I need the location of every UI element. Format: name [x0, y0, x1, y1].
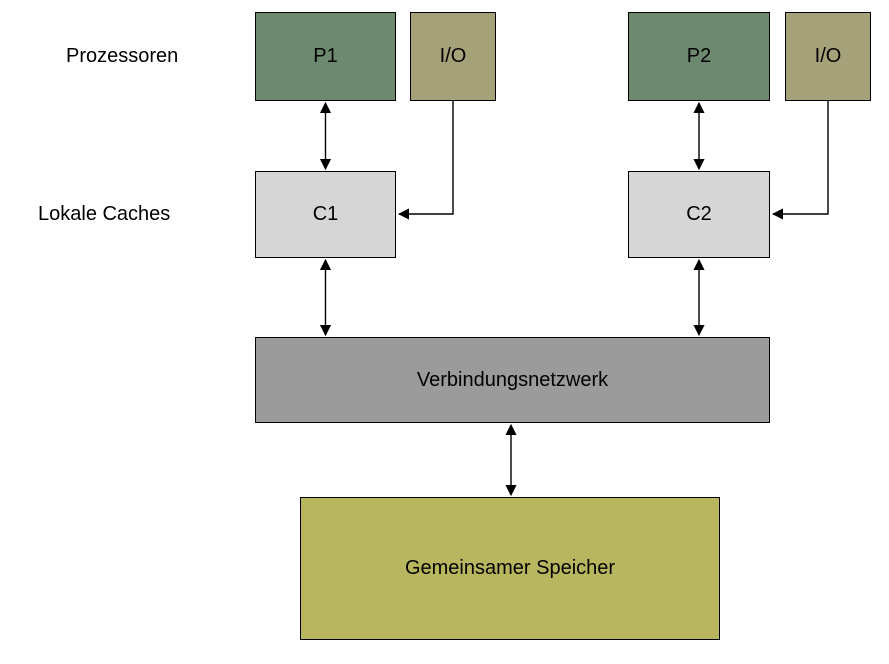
io-right-label: I/O: [814, 45, 842, 67]
cache-c1-box: C1: [255, 171, 396, 258]
caches-row-label: Lokale Caches: [38, 203, 171, 225]
processors-row-label: Prozessoren: [66, 45, 179, 67]
shared-memory-label: Gemeinsamer Speicher: [404, 557, 616, 579]
io-left-label: I/O: [439, 45, 467, 67]
io-right-box: I/O: [785, 12, 871, 101]
io-left-c1-arrow: [397, 101, 454, 220]
cache-c1-label: C1: [312, 203, 339, 225]
io-left-box: I/O: [410, 12, 496, 101]
processor-p2-label: P2: [686, 45, 712, 67]
processor-p1-label: P1: [313, 45, 338, 67]
shared-memory-box: Gemeinsamer Speicher: [300, 497, 720, 640]
processor-p1-box: P1: [255, 12, 396, 101]
processor-p2-box: P2: [628, 12, 770, 101]
cache-c2-label: C2: [686, 203, 712, 225]
cache-c2-box: C2: [628, 171, 770, 258]
io-right-c2-arrow: [771, 101, 829, 220]
interconnection-network-box: Verbindungsnetzwerk: [255, 337, 770, 423]
interconnection-network-label: Verbindungsnetzwerk: [416, 368, 609, 391]
